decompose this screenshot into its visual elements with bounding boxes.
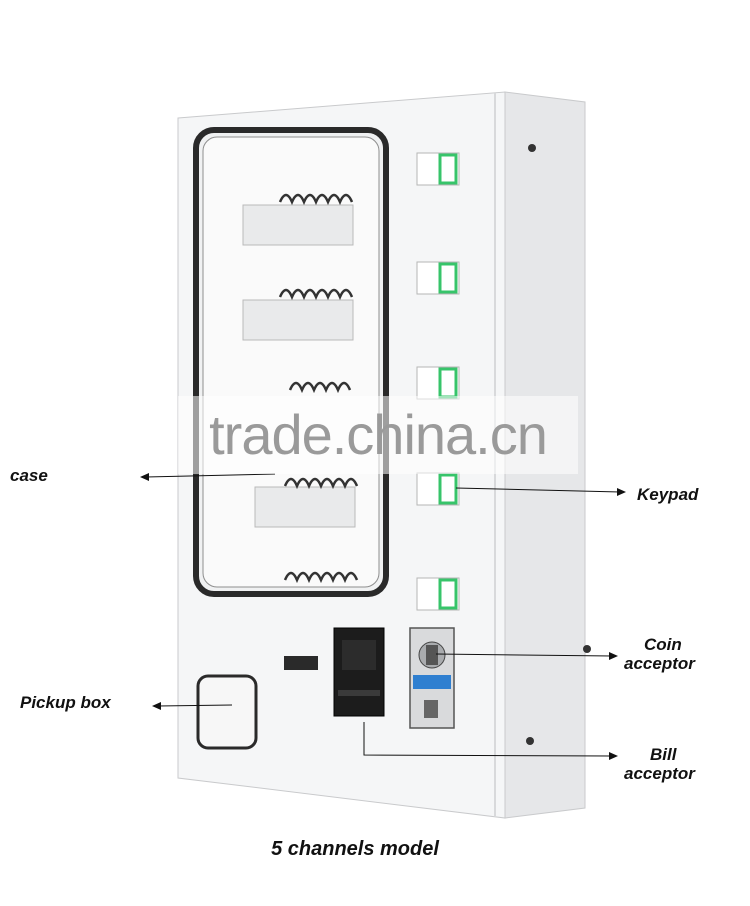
label-pickup-box: Pickup box (20, 693, 111, 712)
keypad-button-3[interactable] (416, 366, 460, 400)
callout-coin (435, 652, 618, 660)
label-keypad: Keypad (637, 485, 699, 504)
shelf-4 (254, 477, 359, 528)
side-screw-bottom (526, 737, 534, 745)
keypad-button-5[interactable] (416, 577, 460, 611)
side-screw-mid (583, 645, 591, 653)
shelf-5 (283, 571, 359, 584)
label-bill-line2: acceptor (624, 764, 695, 783)
keypad-button-1[interactable] (416, 152, 460, 186)
label-case: case (10, 466, 48, 485)
label-coin-line2: acceptor (624, 654, 695, 673)
keypad-button-2[interactable] (416, 261, 460, 295)
label-bill-line1: Bill (650, 745, 677, 764)
coin-acceptor[interactable] (409, 627, 455, 729)
callout-keypad (455, 487, 626, 496)
keypad-button-4[interactable] (416, 472, 460, 506)
figure-caption: 5 channels model (271, 838, 439, 860)
callout-case (140, 473, 276, 481)
shelf-1 (242, 193, 354, 246)
label-coin-line1: Coin (644, 635, 682, 654)
change-slot (284, 656, 318, 670)
callout-pickup (152, 702, 233, 710)
watermark-text: trade.china.cn (178, 396, 578, 474)
bill-acceptor[interactable] (333, 627, 385, 717)
side-screw-top (528, 144, 536, 152)
callout-bill (363, 722, 618, 760)
pickup-box[interactable] (196, 674, 258, 750)
shelf-2 (242, 288, 354, 341)
shelf-3 (288, 381, 352, 394)
